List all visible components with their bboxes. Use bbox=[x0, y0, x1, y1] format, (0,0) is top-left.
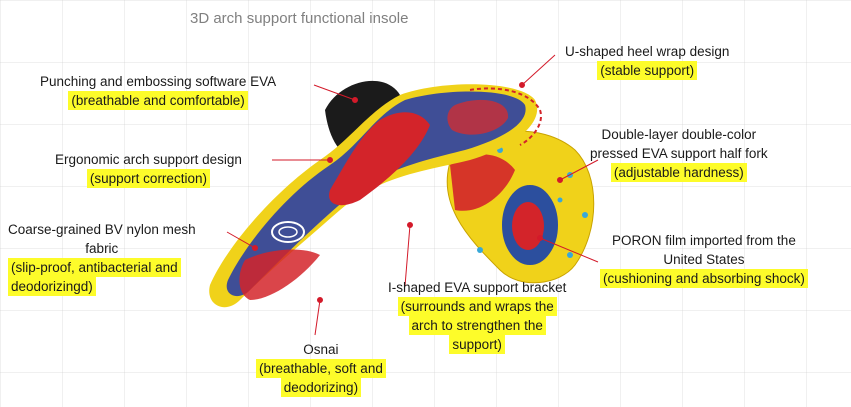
leader-lines bbox=[226, 54, 599, 336]
annotation-osnai: Osnai (breathable, soft and deodorizing) bbox=[256, 340, 386, 397]
annotation-punching-eva: Punching and embossing software EVA (bre… bbox=[40, 74, 277, 110]
annotation-ergonomic-arch: Ergonomic arch support design (support c… bbox=[55, 152, 242, 188]
annotation-poron-film: PORON film imported from the United Stat… bbox=[600, 231, 808, 288]
annotation-i-shaped-bracket: I-shaped EVA support bracket (surrounds … bbox=[388, 280, 567, 354]
front-insole bbox=[209, 80, 542, 308]
annotation-nylon-mesh: Coarse-grained BV nylon mesh fabric (sli… bbox=[8, 222, 196, 296]
annotation-double-layer-eva: Double-layer double-color pressed EVA su… bbox=[590, 127, 768, 182]
annotation-u-heel-wrap: U-shaped heel wrap design (stable suppor… bbox=[565, 44, 730, 80]
diagram-title: 3D arch support functional insole bbox=[190, 10, 409, 27]
